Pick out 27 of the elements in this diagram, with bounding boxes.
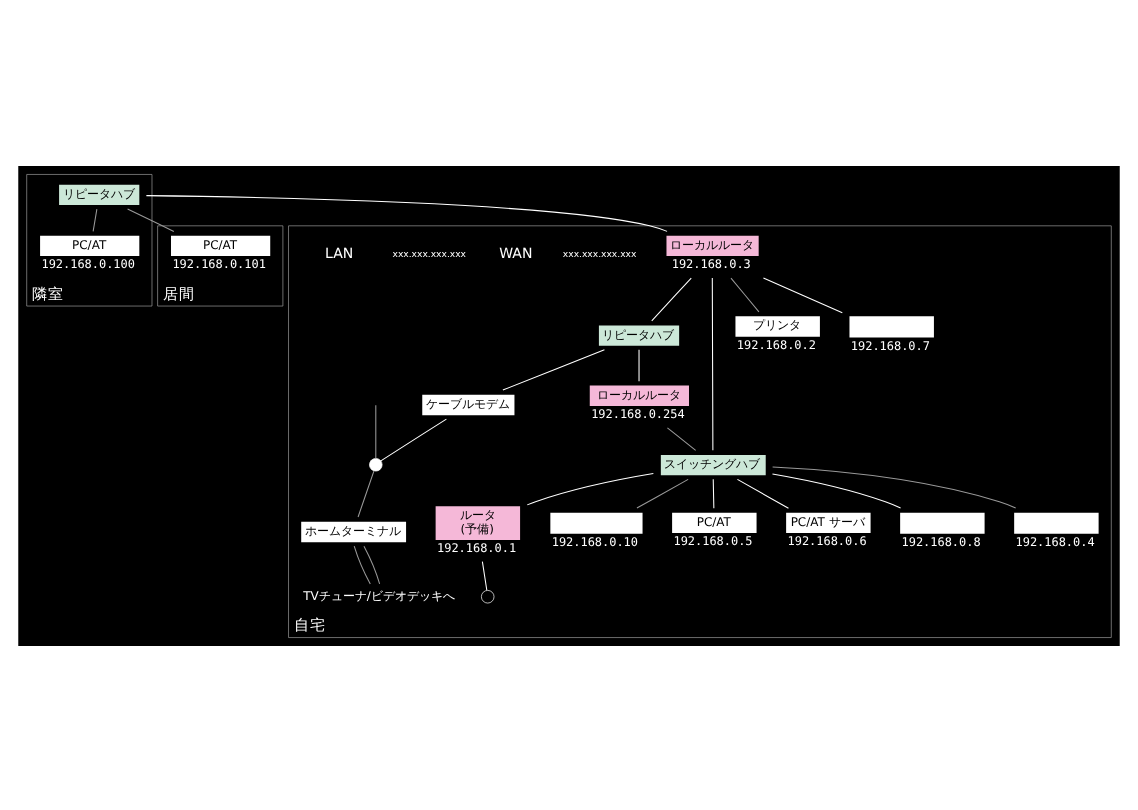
connector bbox=[666, 426, 697, 450]
connector bbox=[730, 276, 760, 312]
connector bbox=[92, 207, 98, 231]
connector bbox=[481, 560, 488, 590]
node-box bbox=[550, 511, 643, 533]
connector bbox=[636, 477, 689, 508]
connector bbox=[772, 465, 1017, 508]
connector bbox=[771, 472, 902, 508]
connector bbox=[380, 417, 447, 461]
node-box bbox=[849, 315, 934, 337]
connector bbox=[375, 403, 377, 458]
connector bbox=[502, 348, 605, 390]
connector bbox=[711, 276, 714, 450]
connector bbox=[363, 544, 381, 584]
node-box bbox=[1014, 511, 1099, 533]
connector bbox=[357, 469, 375, 517]
node-circle bbox=[481, 589, 495, 603]
connector bbox=[762, 276, 843, 313]
connector bbox=[127, 207, 175, 231]
node-box bbox=[900, 511, 985, 533]
connector bbox=[145, 194, 668, 231]
connector bbox=[526, 472, 654, 505]
connector bbox=[651, 276, 692, 321]
connector bbox=[353, 544, 371, 584]
connector bbox=[712, 477, 715, 508]
connector bbox=[736, 477, 789, 508]
node-circle bbox=[369, 457, 383, 471]
